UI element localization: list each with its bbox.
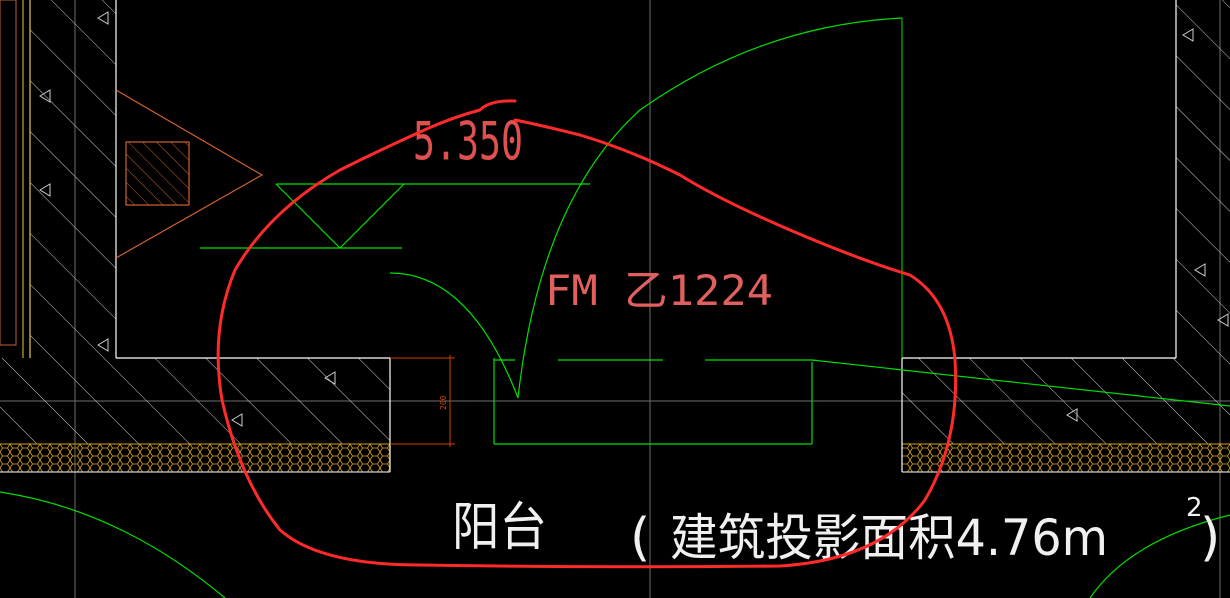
room-label: 阳台: [452, 498, 547, 558]
door-code-label: FM 乙1224: [545, 266, 773, 315]
annotation-circle: [216, 99, 958, 569]
elevation-label: 5.350: [413, 112, 523, 173]
dimension-line: [390, 355, 455, 447]
small-dimension-label: 200: [439, 395, 448, 410]
section-symbol: [115, 89, 264, 259]
door-swing: [0, 17, 1230, 598]
wall-markers: [39, 11, 1229, 427]
left-wall: [0, 0, 390, 444]
elevation-marker: [200, 183, 590, 249]
right-wall: [901, 0, 1230, 444]
area-note-open-paren: (: [630, 508, 650, 568]
insulation-band: [0, 358, 1230, 473]
area-note-close-paren: ): [1200, 508, 1220, 568]
area-note-superscript: 2: [1186, 493, 1203, 523]
area-note-text: 建筑投影面积4.76m: [670, 509, 1108, 567]
